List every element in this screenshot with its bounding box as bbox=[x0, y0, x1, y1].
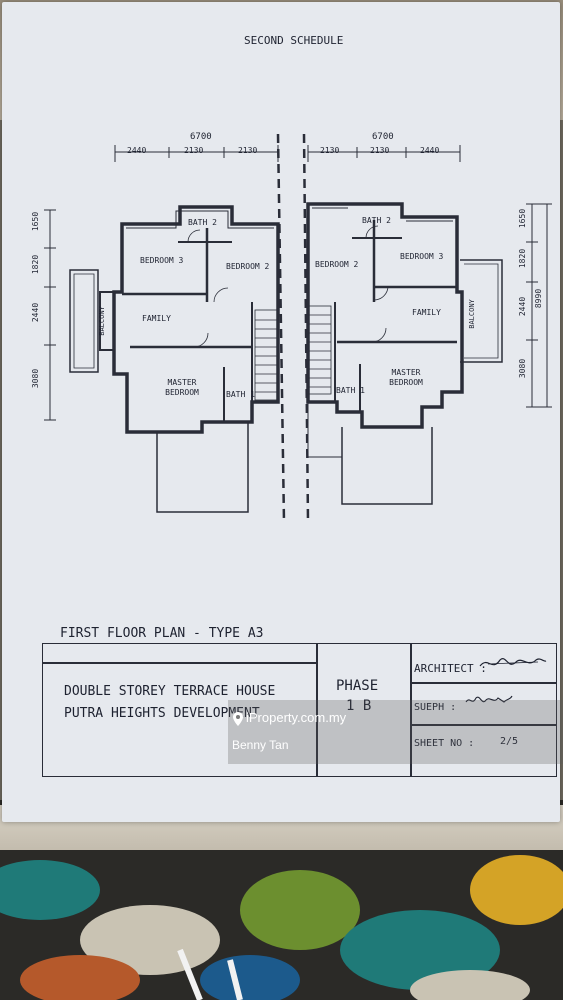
dim-total-left: 6700 bbox=[190, 132, 212, 142]
dim-seg-right-2: 2130 bbox=[370, 146, 390, 155]
dim-side-right-4: 3080 bbox=[518, 358, 528, 379]
room-left-bath-1: BATH 1 bbox=[226, 390, 255, 399]
dim-seg-left-3: 2130 bbox=[238, 146, 258, 155]
phase-value: 1 B bbox=[346, 698, 372, 714]
dim-side-right-1: 1650 bbox=[518, 208, 528, 229]
project-line-1: DOUBLE STOREY TERRACE HOUSE bbox=[64, 684, 276, 699]
room-right-bedroom-2: BEDROOM 2 bbox=[315, 260, 359, 269]
room-left-bedroom-2: BEDROOM 2 bbox=[226, 262, 270, 271]
dim-side-right-3: 2440 bbox=[518, 296, 528, 317]
plan-title: FIRST FLOOR PLAN - TYPE A3 bbox=[60, 626, 264, 641]
room-right-master-bedroom: MASTER BEDROOM bbox=[389, 368, 423, 387]
floor-plan-drawing bbox=[44, 133, 552, 523]
room-left-bedroom-3: BEDROOM 3 bbox=[140, 256, 184, 265]
dim-side-left-3: 2440 bbox=[31, 302, 41, 323]
room-left-balcony: BALCONY bbox=[97, 306, 106, 336]
sueph-signature bbox=[465, 695, 513, 703]
project-line-2: PUTRA HEIGHTS DEVELOPMENT bbox=[64, 706, 260, 721]
architect-signature bbox=[479, 658, 547, 667]
dim-seg-left-1: 2440 bbox=[127, 146, 147, 155]
watermark-site: iProperty.com.my bbox=[246, 710, 347, 725]
sheet-value: 2/5 bbox=[500, 736, 519, 747]
sheet-label: SHEET NO : bbox=[414, 738, 475, 749]
schedule-header: SECOND SCHEDULE bbox=[244, 34, 344, 47]
dim-side-left-4: 3080 bbox=[31, 368, 41, 389]
room-right-bath-1: BATH 1 bbox=[336, 386, 365, 395]
sueph-label: SUEPH : bbox=[414, 702, 457, 713]
dim-side-right-2: 1820 bbox=[518, 248, 528, 269]
dim-side-right-total: 8990 bbox=[534, 288, 544, 309]
room-right-bedroom-3: BEDROOM 3 bbox=[400, 252, 444, 261]
dim-side-left-1: 1650 bbox=[31, 211, 41, 232]
dim-seg-left-2: 2130 bbox=[184, 146, 204, 155]
location-pin-icon bbox=[233, 712, 243, 726]
blueprint-sheet: SECOND SCHEDULE bbox=[2, 2, 560, 822]
dim-total-right: 6700 bbox=[372, 132, 394, 142]
room-left-bath-2: BATH 2 bbox=[188, 218, 217, 227]
dim-seg-right-1: 2130 bbox=[320, 146, 340, 155]
room-left-family: FAMILY bbox=[142, 314, 171, 323]
phase-label: PHASE bbox=[336, 678, 379, 694]
architect-label: ARCHITECT : bbox=[414, 662, 487, 675]
room-right-balcony: BALCONY bbox=[467, 299, 476, 329]
watermark-band bbox=[228, 700, 563, 764]
room-right-family: FAMILY bbox=[412, 308, 441, 317]
title-block bbox=[42, 643, 557, 777]
room-right-bath-2: BATH 2 bbox=[362, 216, 391, 225]
dim-side-left-2: 1820 bbox=[31, 254, 41, 275]
room-left-master-bedroom: MASTER BEDROOM bbox=[165, 378, 199, 397]
patterned-fabric bbox=[0, 850, 563, 1000]
dim-seg-right-3: 2440 bbox=[420, 146, 440, 155]
watermark-agent: Benny Tan bbox=[232, 738, 289, 752]
